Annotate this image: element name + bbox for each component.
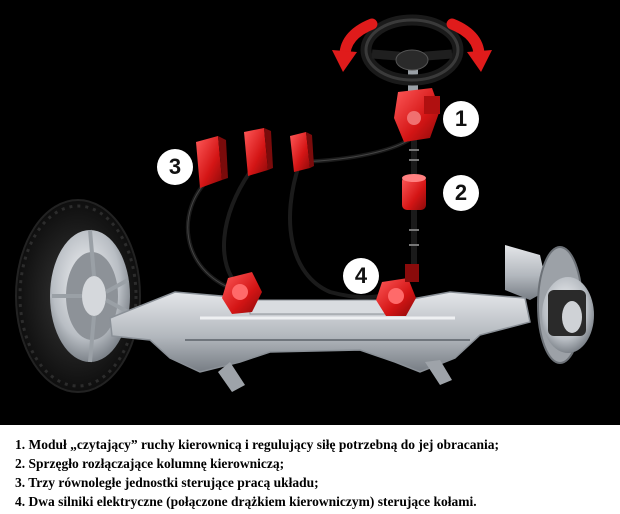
- rotate-right-arrow-icon: [446, 18, 492, 72]
- steer-by-wire-diagram: [15, 14, 594, 393]
- steering-feel-module: [394, 88, 440, 142]
- legend-item-3: 3. Trzy równoległe jednostki sterujące p…: [15, 475, 319, 490]
- right-wheel-hub: [505, 245, 594, 364]
- callout-badge-4: 4: [343, 258, 379, 294]
- steering-motors: [222, 264, 419, 316]
- control-units: [196, 128, 314, 188]
- legend-item-1: 1. Moduł „czytający” ruchy kierownicą i …: [15, 437, 499, 452]
- legend-caption: 1. Moduł „czytający” ruchy kierownicą i …: [0, 425, 620, 514]
- column-clutch: [402, 174, 426, 210]
- front-subframe: [109, 291, 531, 392]
- steering-system-illustration: 1 2 3 4: [0, 0, 620, 425]
- rotate-left-arrow-icon: [332, 18, 378, 72]
- left-wheel: [15, 199, 141, 393]
- callout-badge-3: 3: [157, 149, 193, 185]
- callout-badge-1: 1: [443, 101, 479, 137]
- legend-item-2: 2. Sprzęgło rozłączające kolumnę kierown…: [15, 456, 285, 471]
- steering-wheel-icon: [360, 14, 464, 86]
- legend-list: 1. Moduł „czytający” ruchy kierownicą i …: [0, 425, 620, 511]
- legend-item-4: 4. Dwa silniki elektryczne (połączone dr…: [15, 494, 477, 509]
- callout-badge-2: 2: [443, 175, 479, 211]
